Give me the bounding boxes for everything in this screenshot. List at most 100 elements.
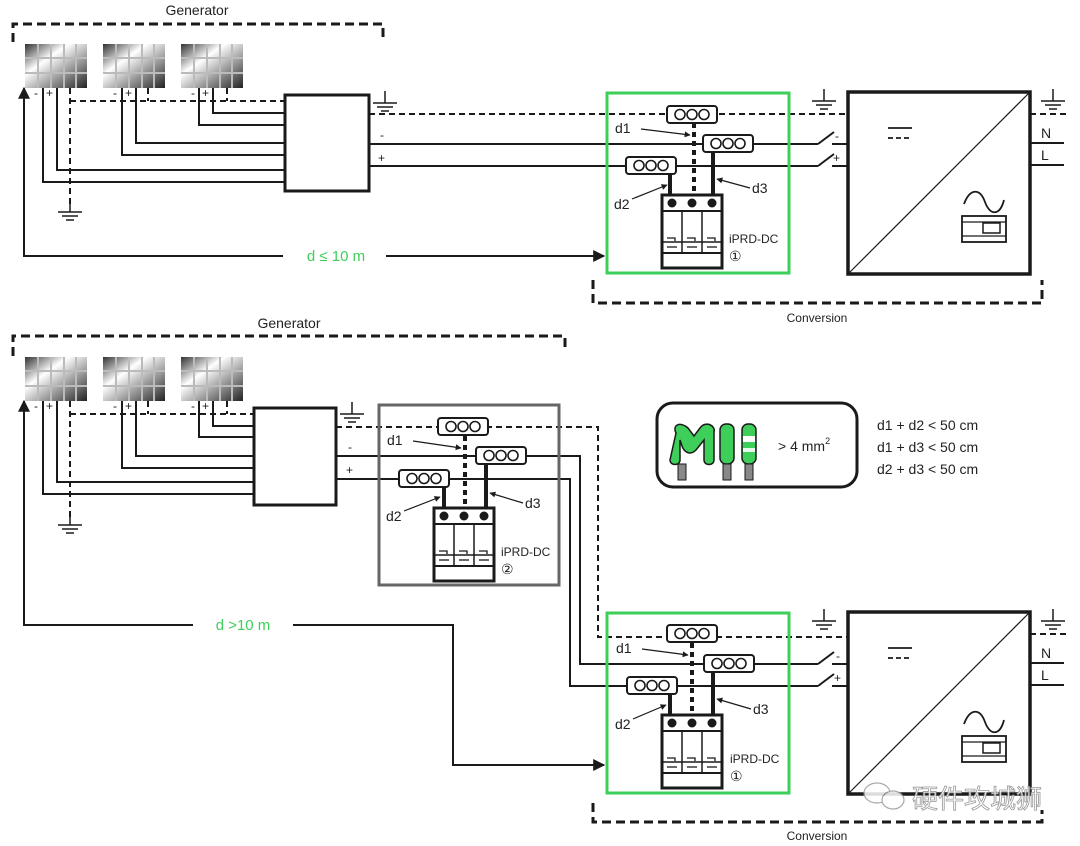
spd-enclosure-2 <box>377 403 561 587</box>
d1-label: d1 <box>615 120 631 136</box>
conversion-label-bottom: Conversion <box>787 829 848 843</box>
cable-section-label: > 4 mm2 <box>778 436 830 454</box>
svg-text:-: - <box>191 86 195 100</box>
spd1-label: iPRD-DC <box>730 752 780 766</box>
earth-wiring-top <box>69 88 285 205</box>
terminal-block-minus <box>703 654 755 673</box>
d2-label: d2 <box>614 196 630 212</box>
pv-panel-2-bottom <box>102 356 166 402</box>
d3-arrow <box>716 177 751 189</box>
dc-plus-line-bottom <box>336 478 818 687</box>
panel-wiring-bottom <box>42 401 254 495</box>
terminal-block-plus <box>625 156 677 175</box>
dc-switches-bottom <box>817 651 848 687</box>
d1-arrow <box>640 128 691 138</box>
distance-arrow-right-bottom <box>293 624 606 771</box>
spd-label: iPRD-DC <box>729 232 779 246</box>
generator-boundary-bottom <box>11 334 567 356</box>
distance-arrow-left-top <box>18 86 283 257</box>
svg-text:+: + <box>202 399 209 413</box>
dc-switches-top <box>817 131 848 167</box>
top-scenario: Generator -+ -+ -+ - + <box>11 2 1068 325</box>
neutral-label: N <box>1041 645 1051 661</box>
rule-d2-d3: d2 + d3 < 50 cm <box>877 461 978 477</box>
ground-icon <box>1040 608 1066 630</box>
bottom-scenario: Generator -+ -+ -+ - + <box>11 315 1068 843</box>
spd-enclosure-1-top <box>605 91 791 275</box>
pv-panel-1-top <box>24 43 88 89</box>
panel-terminals-bottom: -+ -+ -+ <box>34 399 209 413</box>
d1-arrow <box>641 648 689 658</box>
plus-label: + <box>834 671 841 685</box>
d3-label: d3 <box>752 180 768 196</box>
line-label: L <box>1041 667 1049 683</box>
generator-label-top: Generator <box>165 2 228 18</box>
iprd-dc-spd-1 <box>660 193 724 270</box>
ground-icon <box>339 401 365 423</box>
terminal-block-plus <box>398 469 450 488</box>
d1-label: d1 <box>616 640 632 656</box>
line-label: L <box>1041 147 1049 163</box>
plus-label: + <box>346 463 353 477</box>
pv-panel-3-top <box>180 43 244 89</box>
inverter-bottom <box>846 610 1032 796</box>
pv-panel-2-top <box>102 43 166 89</box>
d3-label: d3 <box>753 701 769 717</box>
spd2-index: ② <box>501 561 514 577</box>
d2-label: d2 <box>386 508 402 524</box>
d2-arrow <box>631 184 668 200</box>
pv-panel-1-bottom <box>24 356 88 402</box>
spd2-label: iPRD-DC <box>501 545 551 559</box>
terminal-block-minus <box>475 446 527 465</box>
distance-arrow-left-bottom <box>18 399 193 626</box>
earth-wiring-bottom <box>69 401 254 518</box>
d3-arrow <box>716 697 752 710</box>
inverter-top <box>846 90 1032 276</box>
d1-label: d1 <box>387 432 403 448</box>
d2-arrow <box>403 496 441 512</box>
ground-icon <box>57 199 83 221</box>
plus-label: + <box>378 151 385 165</box>
svg-text:+: + <box>46 86 53 100</box>
minus-label: - <box>836 649 840 663</box>
cable-icon <box>669 423 757 481</box>
spd-index: ① <box>729 248 742 264</box>
minus-label: - <box>380 128 384 142</box>
d2-arrow <box>632 704 667 720</box>
generator-label-bottom: Generator <box>257 315 320 331</box>
combiner-box-top <box>283 93 371 193</box>
d2-label: d2 <box>615 716 631 732</box>
d3-arrow <box>489 491 524 504</box>
iprd-dc-spd-2 <box>432 506 496 583</box>
distance-label-top: d ≤ 10 m <box>307 248 365 265</box>
terminal-block-earth <box>437 417 489 436</box>
conversion-boundary-top <box>591 280 1044 305</box>
svg-text:+: + <box>202 86 209 100</box>
conversion-boundary-bottom <box>591 803 1044 824</box>
ground-icon <box>1040 88 1066 110</box>
rule-d1-d3: d1 + d3 < 50 cm <box>877 439 978 455</box>
conversion-label-top: Conversion <box>787 311 848 325</box>
minus-label: - <box>835 129 839 143</box>
generator-boundary-top <box>11 22 385 42</box>
rule-d1-d2: d1 + d2 < 50 cm <box>877 417 978 433</box>
d1-arrow <box>412 440 462 451</box>
combiner-box-bottom <box>252 406 338 507</box>
svg-text:-: - <box>191 399 195 413</box>
ground-icon <box>57 512 83 534</box>
minus-label: - <box>348 440 352 454</box>
terminal-block-minus <box>702 134 754 153</box>
pv-panel-3-bottom <box>180 356 244 402</box>
svg-text:+: + <box>46 399 53 413</box>
watermark-text: 硬件攻城狮 <box>912 785 1042 815</box>
d3-label: d3 <box>525 495 541 511</box>
terminal-block-earth <box>666 624 718 643</box>
ground-icon <box>811 88 837 110</box>
svg-text:-: - <box>113 86 117 100</box>
ground-icon <box>372 90 398 112</box>
distance-label-bottom: d >10 m <box>216 617 271 634</box>
ground-icon <box>811 608 837 630</box>
svg-text:-: - <box>34 86 38 100</box>
plus-label: + <box>833 151 840 165</box>
